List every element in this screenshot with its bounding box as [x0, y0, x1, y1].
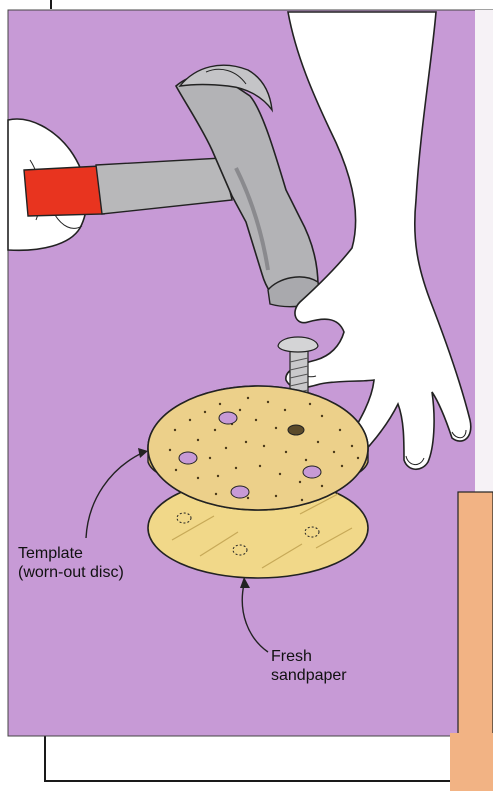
fresh-label-line-2: sandpaper [271, 666, 431, 685]
template-label-line-2: (worn-out disc) [18, 563, 208, 582]
template-label-line-1: Template [18, 544, 208, 563]
template-disc-icon [148, 386, 368, 510]
template-label: Template (worn-out disc) [18, 544, 208, 582]
fresh-sandpaper-label: Fresh sandpaper [271, 647, 431, 685]
fresh-label-line-1: Fresh [271, 647, 431, 666]
